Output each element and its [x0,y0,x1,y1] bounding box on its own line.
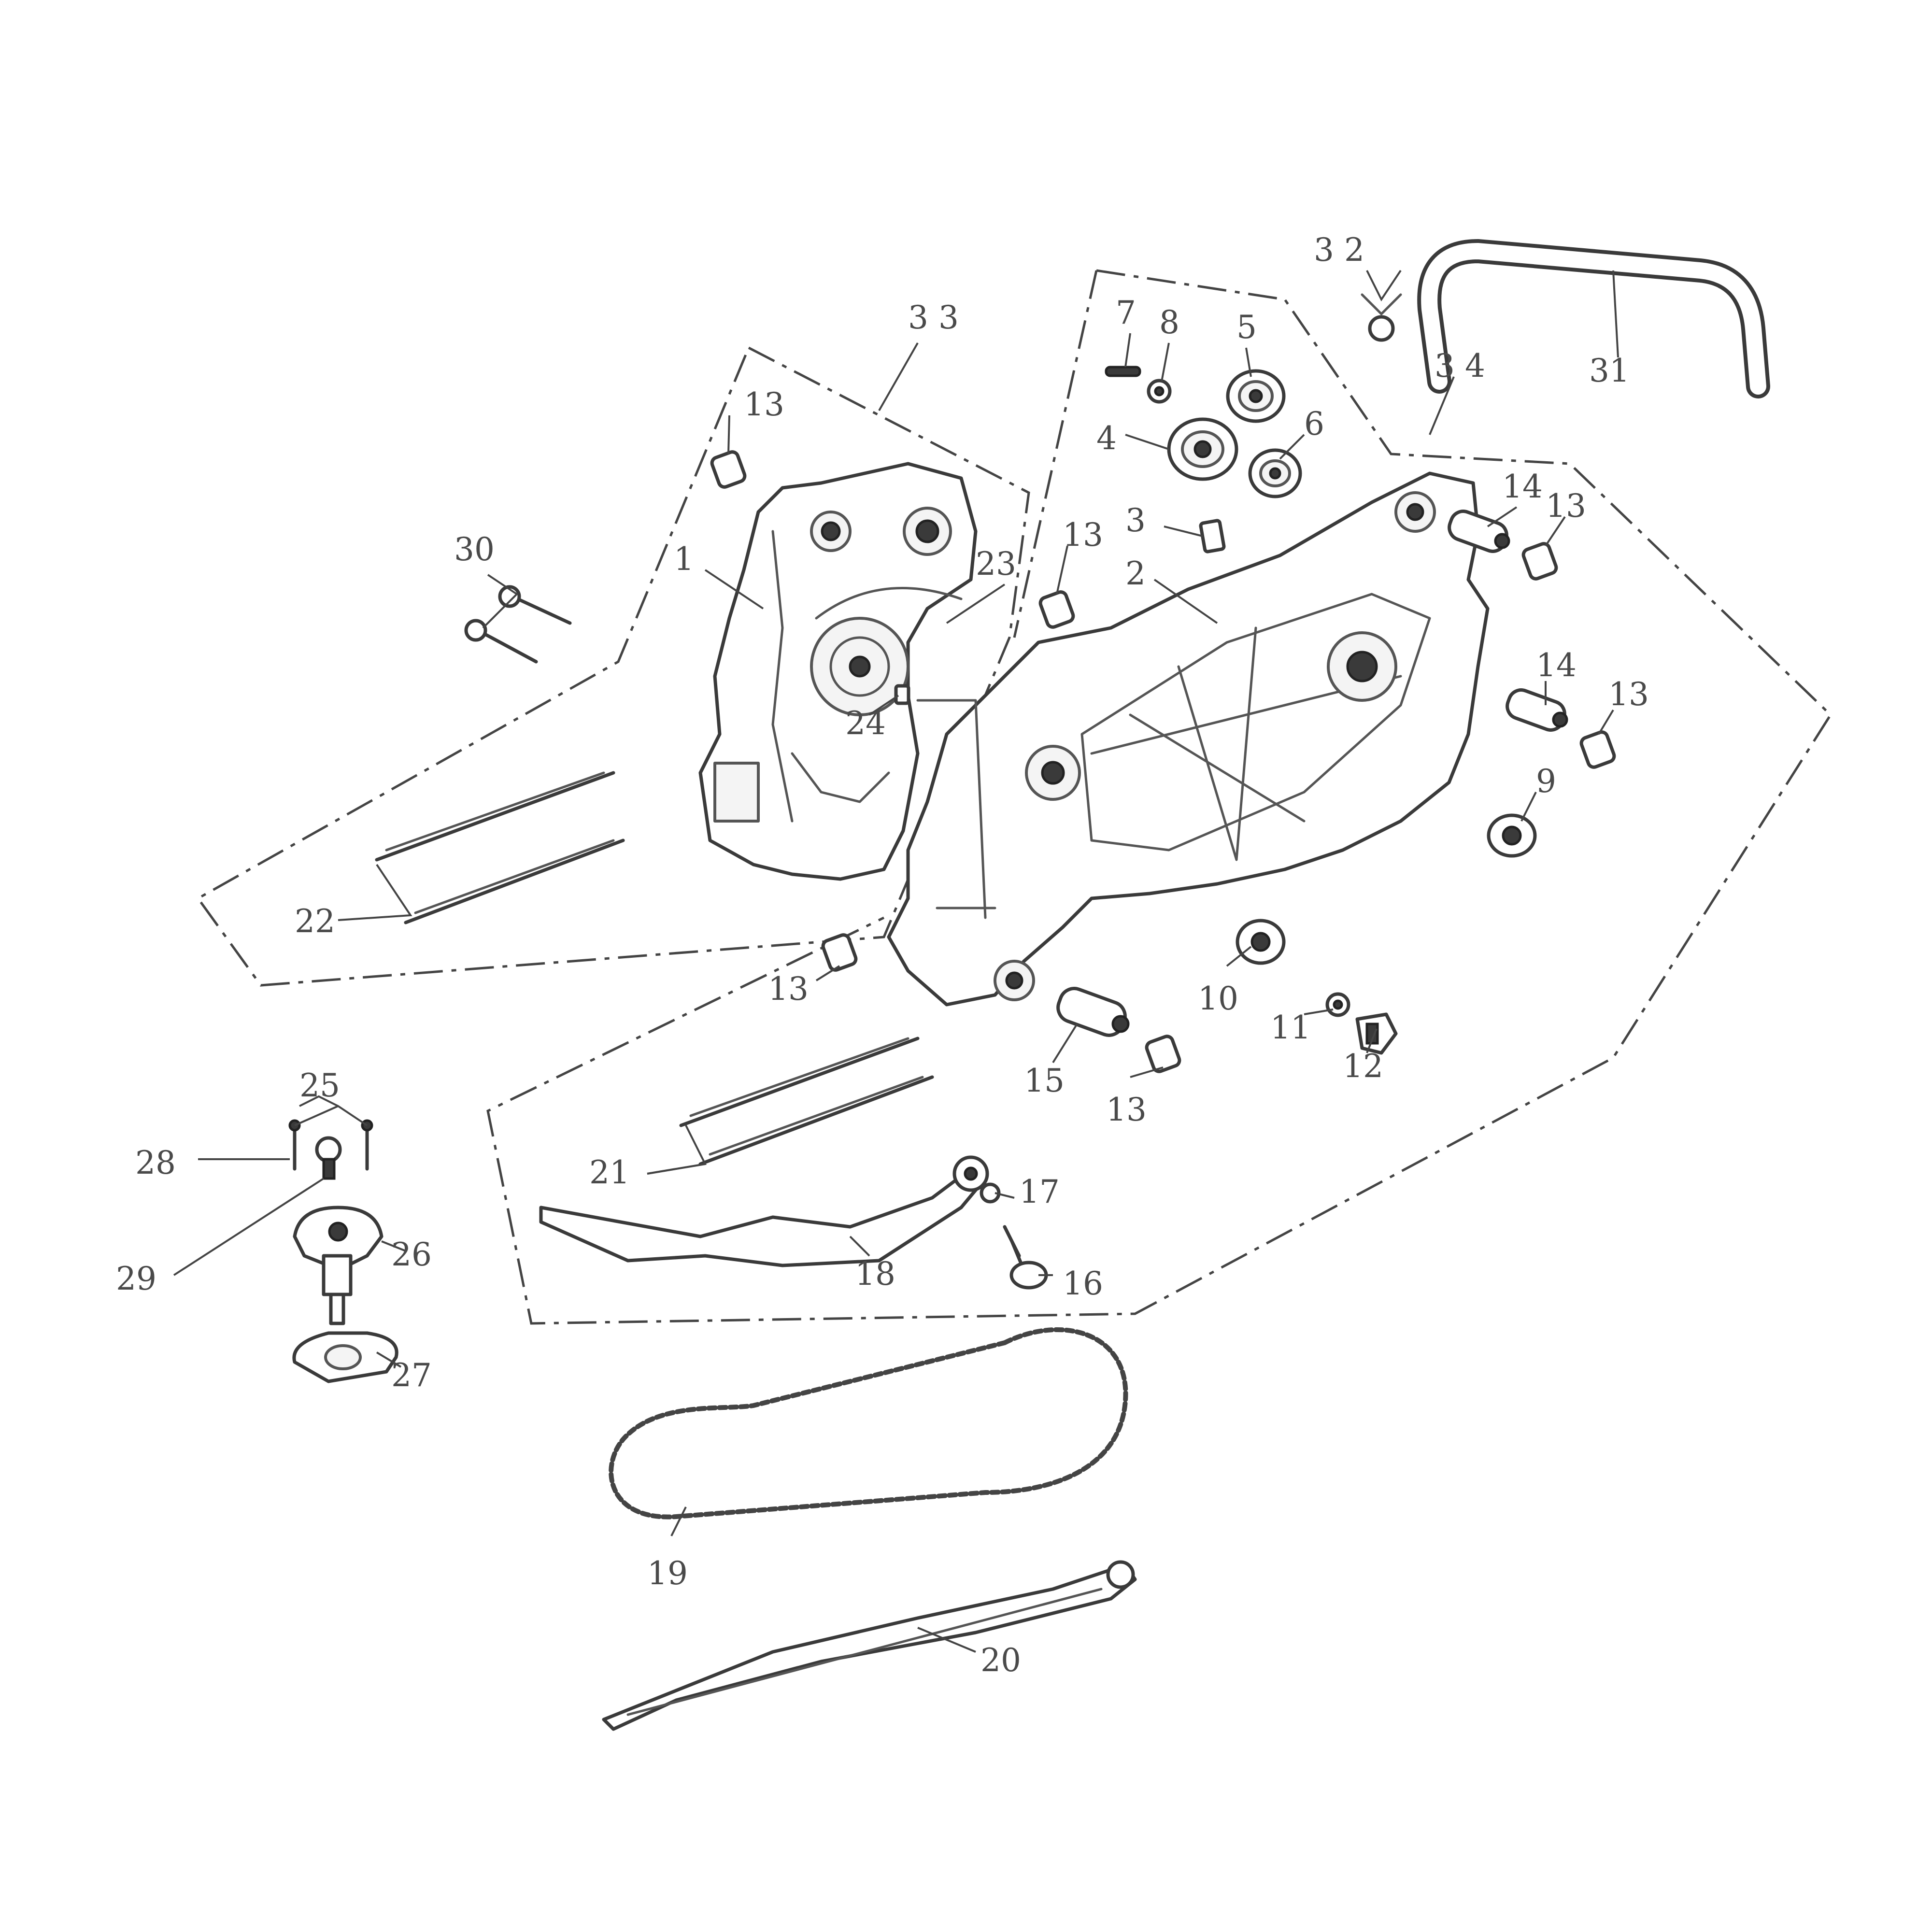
group-border-33 [196,346,1030,987]
nut-10 [1236,919,1286,965]
hose-clip-32 [1361,293,1402,342]
callout-32: 3 2 [1314,231,1364,269]
callout-2: 2 [1125,555,1146,592]
callout-33: 3 3 [908,299,959,336]
bushing-13-c [1521,542,1558,581]
callout-13-d: 13 [1608,676,1649,713]
tensioner-arm-20 [602,1560,1137,1731]
dowel-24 [894,684,910,705]
callout-18: 18 [855,1255,895,1293]
callout-14-a: 14 [1502,468,1543,505]
bushing-13-f [1145,1035,1181,1073]
bolt-16 [1003,1225,1048,1290]
callout-10: 10 [1198,980,1238,1017]
callout-13-e: 13 [768,970,809,1008]
callout-16: 16 [1063,1265,1103,1302]
bearing-6 [1248,448,1302,498]
sleeve-14-a [1448,510,1510,553]
washer-8 [1147,379,1172,404]
breather-hose-31 [1417,239,1770,398]
callout-23: 23 [976,545,1016,582]
callout-8: 8 [1159,304,1179,341]
callout-28: 28 [135,1144,176,1181]
screw-29 [315,1136,342,1180]
callout-24: 24 [845,705,886,742]
bearing-5 [1226,369,1286,423]
dowel-pin-3 [1199,519,1226,554]
callout-25: 25 [299,1067,340,1104]
bolt-25 [361,1119,373,1171]
callout-11: 11 [1270,1009,1311,1046]
callout-14-b: 14 [1536,647,1577,684]
callout-34: 3 4 [1435,347,1485,384]
callout-7: 7 [1116,294,1136,331]
sleeve-15 [1056,987,1130,1037]
stud-21-b [698,1075,934,1166]
callout-31: 31 [1589,352,1630,389]
callout-13-f: 13 [1106,1091,1147,1128]
gasket-27 [292,1331,398,1383]
callout-13-c: 13 [1546,487,1586,525]
callout-13-a: 13 [744,386,784,423]
callout-1: 1 [674,540,694,578]
bushing-13-e [821,933,858,972]
bolt-7 [1105,366,1141,377]
stud-22-a [375,771,615,862]
drain-plug-12 [1355,1012,1398,1055]
callout-3: 3 [1125,502,1146,539]
leader-lines [173,270,1619,1653]
callout-27: 27 [391,1357,432,1394]
stud-21-a [679,1037,920,1127]
callout-22: 22 [295,903,335,940]
cam-chain-19 [609,1327,1128,1520]
callout-19: 19 [647,1555,688,1592]
callout-17: 17 [1019,1173,1060,1210]
callout-29: 29 [116,1260,156,1297]
bushing-13-a [710,450,747,489]
callout-6: 6 [1304,405,1324,442]
group-border-34 [486,269,1833,1325]
bolt-30-a [498,585,572,625]
callout-30: 30 [454,531,495,568]
bolt-28 [288,1119,301,1171]
stud-22-b [404,838,625,924]
callout-20: 20 [980,1642,1021,1679]
washer-11 [1325,992,1350,1017]
callout-labels: 1 2 3 4 5 6 7 8 9 10 11 12 13 13 13 13 1… [116,231,1649,1679]
callout-26: 26 [391,1236,432,1273]
bolt-30-b [464,619,538,664]
sleeve-14-b [1506,688,1568,732]
seal-9 [1487,813,1537,858]
right-crankcase [887,471,1490,1007]
chain-guide-18 [539,1155,989,1267]
tensioner-body-26 [293,1206,384,1325]
callout-4: 4 [1096,420,1117,457]
bushing-13-d [1579,730,1616,769]
callout-15: 15 [1024,1062,1065,1099]
callout-12: 12 [1343,1048,1383,1085]
bearing-4 [1167,417,1238,481]
left-crankcase [698,462,978,881]
callout-21: 21 [589,1154,630,1191]
callout-9: 9 [1536,763,1556,800]
callout-5: 5 [1236,309,1257,346]
callout-13-b: 13 [1063,516,1103,554]
bushing-13-b [1038,590,1075,629]
